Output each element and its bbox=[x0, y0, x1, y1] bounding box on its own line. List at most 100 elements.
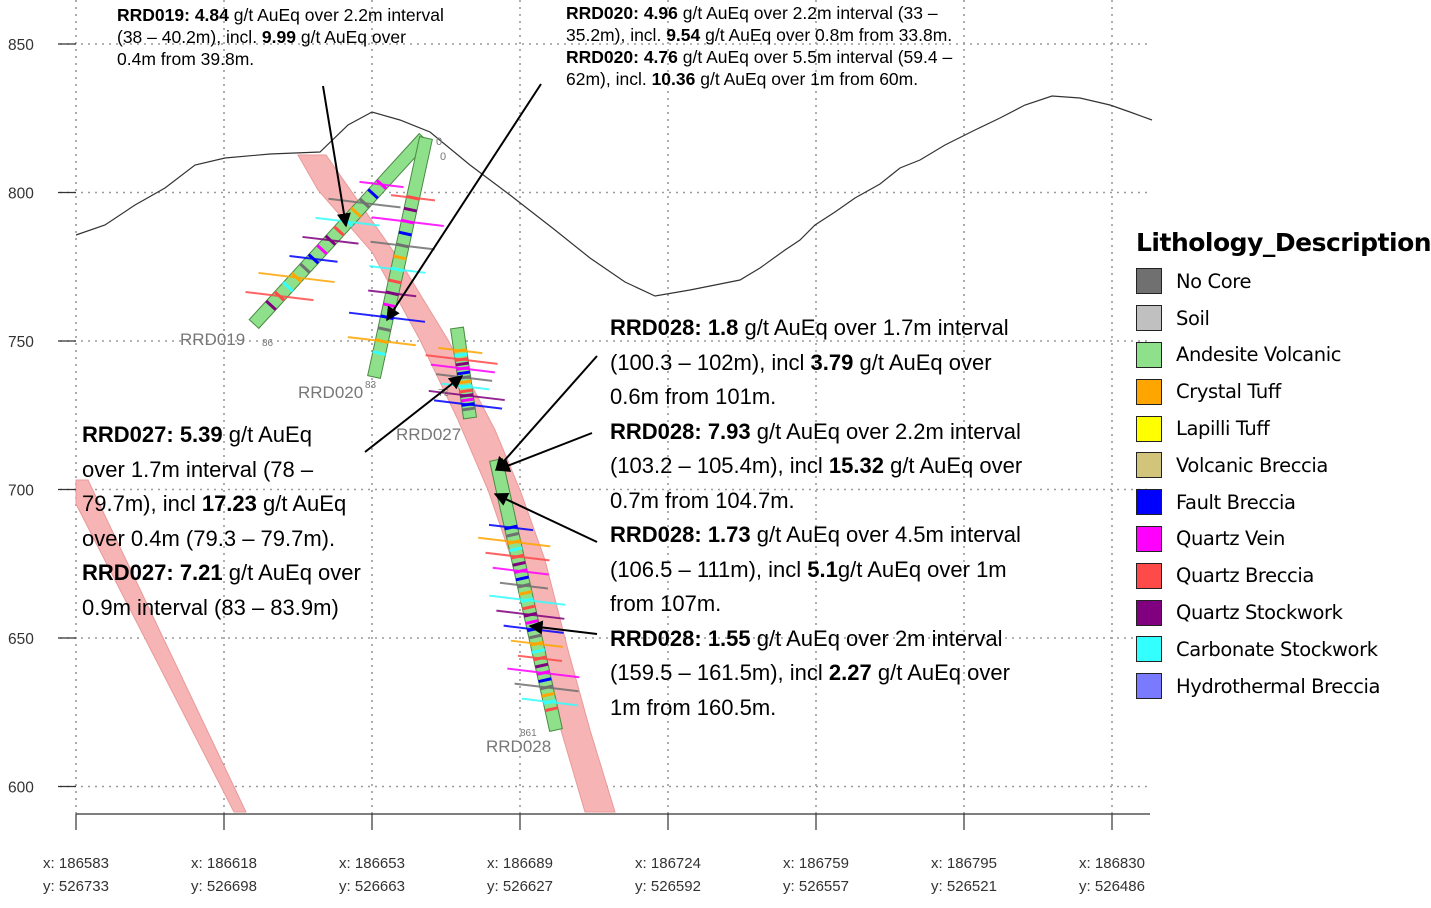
annotation-line: RRD027: 5.39 g/t AuEq bbox=[82, 418, 361, 453]
legend-swatch bbox=[1136, 525, 1162, 552]
structure-tick bbox=[492, 566, 549, 576]
y-tick-label: 800 bbox=[8, 186, 34, 203]
structure-tick bbox=[289, 255, 338, 263]
lithology-interval bbox=[509, 546, 523, 553]
lithology-interval bbox=[518, 590, 533, 596]
annotation-segment: g/t AuEq over bbox=[853, 349, 992, 375]
annotation-line: RRD028: 1.73 g/t AuEq over 4.5m interval bbox=[610, 518, 1022, 553]
legend-label: Hydrothermal Breccia bbox=[1176, 674, 1381, 698]
x-tick-label-easting: x: 186830 bbox=[1079, 855, 1145, 872]
annotation-segment: 1.55 bbox=[707, 625, 751, 651]
annotation-segment: 3.79 bbox=[810, 349, 854, 375]
x-tick-label-easting: x: 186689 bbox=[487, 855, 553, 872]
annotation-segment: 62m), incl. bbox=[566, 69, 652, 90]
annotation-segment: 9.54 bbox=[666, 25, 701, 46]
annotation-segment: g/t AuEq over 2.2m interval (33 – bbox=[677, 3, 938, 23]
drillhole-depth-label: 83 bbox=[365, 380, 377, 391]
structure-tick bbox=[425, 354, 498, 365]
structure-tick bbox=[328, 197, 401, 209]
legend-label: Andesite Volcanic bbox=[1176, 343, 1342, 367]
structure-tick bbox=[245, 291, 314, 302]
annotation-line: (103.2 – 105.4m), incl 15.32 g/t AuEq ov… bbox=[610, 449, 1022, 484]
mineralised-zone-secondary bbox=[75, 479, 247, 813]
annotation-segment: g/t AuEq over 4.5m interval bbox=[750, 522, 1021, 548]
drillhole-label: RRD019 bbox=[180, 330, 245, 349]
legend-item: Fault Breccia bbox=[1136, 484, 1426, 521]
drillhole-depth-label: 861 bbox=[520, 728, 537, 739]
annotation-segment: 0.9m interval (83 – 83.9m) bbox=[82, 594, 339, 620]
drillhole-collar-label: 0 bbox=[436, 136, 442, 148]
annotation-segment: 9.99 bbox=[261, 27, 296, 48]
drillhole-label: RRD028 bbox=[486, 737, 551, 756]
lithology-interval bbox=[393, 254, 407, 261]
structure-tick bbox=[347, 336, 416, 347]
x-tick-label-easting: x: 186583 bbox=[43, 855, 109, 872]
legend-item: Crystal Tuff bbox=[1136, 373, 1426, 410]
structure-tick bbox=[436, 373, 493, 382]
legend-swatch bbox=[1136, 562, 1162, 589]
drillhole-label: RRD027 bbox=[396, 425, 461, 444]
legend-swatch bbox=[1136, 305, 1162, 332]
x-tick-label-northing: y: 526592 bbox=[635, 878, 701, 895]
lithology-interval bbox=[372, 350, 386, 356]
x-axis-tick-labels: x: 186583 y: 526733 x: 186618 y: 526698 x: 1… bbox=[43, 855, 1145, 895]
annotation-segment: g/t AuEq over bbox=[871, 660, 1010, 686]
lithology-interval bbox=[367, 188, 379, 200]
legend-item: Quartz Breccia bbox=[1136, 557, 1426, 594]
lithology-interval bbox=[459, 388, 473, 394]
y-tick-label: 600 bbox=[8, 780, 34, 797]
structure-tick bbox=[369, 265, 426, 274]
annotation-line: RRD028: 1.55 g/t AuEq over 2m interval bbox=[610, 622, 1022, 657]
annotation-segment: 5.39 bbox=[179, 422, 223, 447]
x-tick-label-northing: y: 526698 bbox=[191, 878, 257, 895]
x-tick-label-easting: x: 186618 bbox=[191, 855, 257, 872]
structure-tick bbox=[433, 399, 503, 410]
annotation-line: RRD019: 4.84 g/t AuEq over 2.2m interval bbox=[117, 4, 444, 26]
lithology-interval bbox=[350, 206, 362, 218]
annotation-segment: from 107m. bbox=[610, 591, 722, 617]
annotation-segment: RRD028: bbox=[610, 625, 708, 651]
legend-label: Soil bbox=[1176, 306, 1210, 330]
annotation-segment: 1.8 bbox=[707, 315, 739, 340]
annotation-segment: g/t AuEq over bbox=[883, 453, 1023, 479]
lithology-interval bbox=[531, 648, 546, 654]
annotation-segment: 35.2m), incl. bbox=[566, 25, 667, 46]
x-tick-label-northing: y: 526486 bbox=[1079, 878, 1145, 895]
legend-label: Volcanic Breccia bbox=[1176, 453, 1328, 477]
lithology-interval bbox=[505, 531, 520, 538]
drillhole-label: RRD020 bbox=[298, 383, 363, 402]
annotation-segment: (103.2 – 105.4m), incl bbox=[610, 453, 829, 479]
legend-item: Hydrothermal Breccia bbox=[1136, 668, 1426, 705]
annotation-arrow bbox=[495, 355, 598, 472]
lithology-interval bbox=[316, 244, 328, 256]
structure-tick bbox=[438, 346, 483, 355]
annotation-line: 62m), incl. 10.36 g/t AuEq over 1m from … bbox=[566, 68, 952, 90]
legend-swatch bbox=[1136, 378, 1162, 405]
annotation-segment: (159.5 – 161.5m), incl bbox=[610, 660, 829, 686]
legend-swatch bbox=[1136, 452, 1162, 479]
annotation-arrows bbox=[322, 83, 598, 635]
x-tick-label-northing: y: 526733 bbox=[43, 878, 109, 895]
annotation-line: RRD028: 1.8 g/t AuEq over 1.7m interval bbox=[610, 311, 1022, 346]
annotation-rrd019: RRD019: 4.84 g/t AuEq over 2.2m interval… bbox=[117, 4, 444, 70]
annotation-segment: 15.32 bbox=[828, 453, 884, 479]
structure-tick bbox=[489, 594, 566, 606]
legend-swatch bbox=[1136, 268, 1162, 295]
legend-label: Quartz Stockwork bbox=[1176, 601, 1343, 625]
annotation-segment: g/t AuEq bbox=[222, 422, 312, 447]
structure-tick bbox=[510, 639, 563, 648]
lithology-interval bbox=[522, 604, 536, 611]
annotation-arrow bbox=[528, 620, 598, 635]
annotation-segment: g/t AuEq over 1m from 60m. bbox=[695, 69, 919, 90]
x-tick-label-easting: x: 186795 bbox=[931, 855, 997, 872]
annotation-segment: 0.4m from 39.8m. bbox=[117, 49, 255, 70]
legend-item: Andesite Volcanic bbox=[1136, 337, 1426, 374]
legend-label: Lapilli Tuff bbox=[1176, 417, 1270, 441]
lithology-interval bbox=[544, 706, 559, 713]
